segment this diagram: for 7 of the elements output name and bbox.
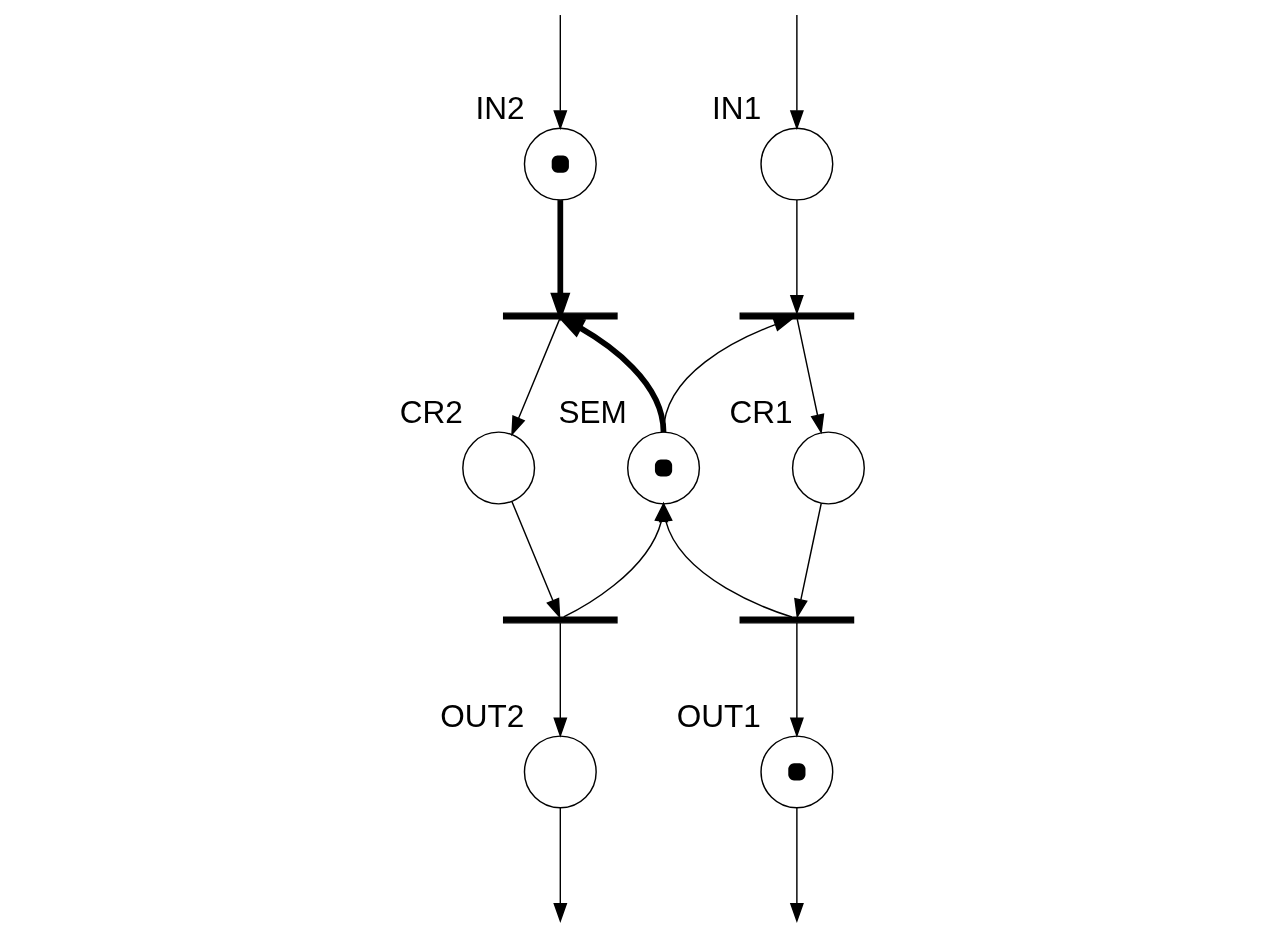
node-label: CR2 [399,393,463,430]
node-label: OUT1 [676,697,761,734]
node-label: OUT2 [439,697,524,734]
node-label: IN1 [711,90,761,127]
node-label: CR1 [729,393,793,430]
node-label: IN2 [475,90,525,127]
node-label: SEM [557,393,627,430]
